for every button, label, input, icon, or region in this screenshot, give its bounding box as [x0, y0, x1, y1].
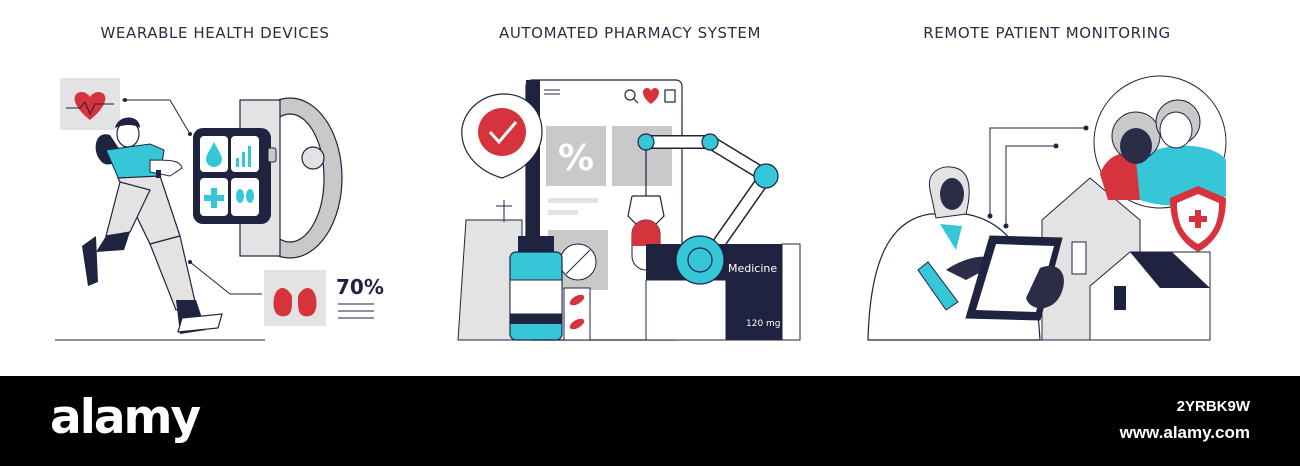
watermark-bar: alamy 2YRBK9W www.alamy.com: [0, 376, 1300, 466]
panel-title-pharmacy: AUTOMATED PHARMACY SYSTEM: [498, 24, 762, 42]
illustration-canvas: 70% %: [55, 75, 1227, 341]
house-icon: [1041, 177, 1211, 341]
heart-icon: [74, 92, 106, 120]
medicine-box: Medicine 120 mg: [645, 235, 801, 341]
checkmark-bubble: [461, 93, 543, 179]
stat-percentage: 70%: [336, 275, 384, 299]
panel-title-wearable: WEARABLE HEALTH DEVICES: [100, 24, 330, 42]
discount-symbol: %: [558, 138, 594, 179]
panel-title-monitoring: REMOTE PATIENT MONITORING: [923, 24, 1171, 42]
wearable-panel: 70%: [55, 78, 384, 341]
monitoring-panel: [867, 75, 1227, 341]
site-url[interactable]: www.alamy.com: [1119, 423, 1250, 442]
medicine-dose-label: 120 mg: [746, 319, 781, 329]
pharmacy-panel: %: [457, 79, 801, 341]
tablet-icon[interactable]: [965, 235, 1064, 321]
alamy-logo: alamy: [50, 390, 201, 445]
heart-card: [60, 78, 120, 130]
cart-icon: [664, 89, 676, 103]
smartwatch-icon: [193, 97, 343, 259]
patients-avatar: [1093, 75, 1227, 209]
heart-icon: [642, 88, 660, 104]
woman-figure: [82, 117, 223, 334]
medicine-box-label: Medicine: [728, 262, 777, 275]
image-id: 2YRBK9W: [1176, 398, 1250, 415]
checkmark-icon: [488, 121, 518, 145]
search-icon: [624, 89, 636, 101]
robotic-arm-icon: [627, 133, 779, 271]
shield-cross-icon: [1170, 186, 1226, 252]
lungs-icon: [273, 282, 317, 317]
medicine-bottle: [509, 236, 563, 341]
lungs-card: [264, 270, 326, 326]
